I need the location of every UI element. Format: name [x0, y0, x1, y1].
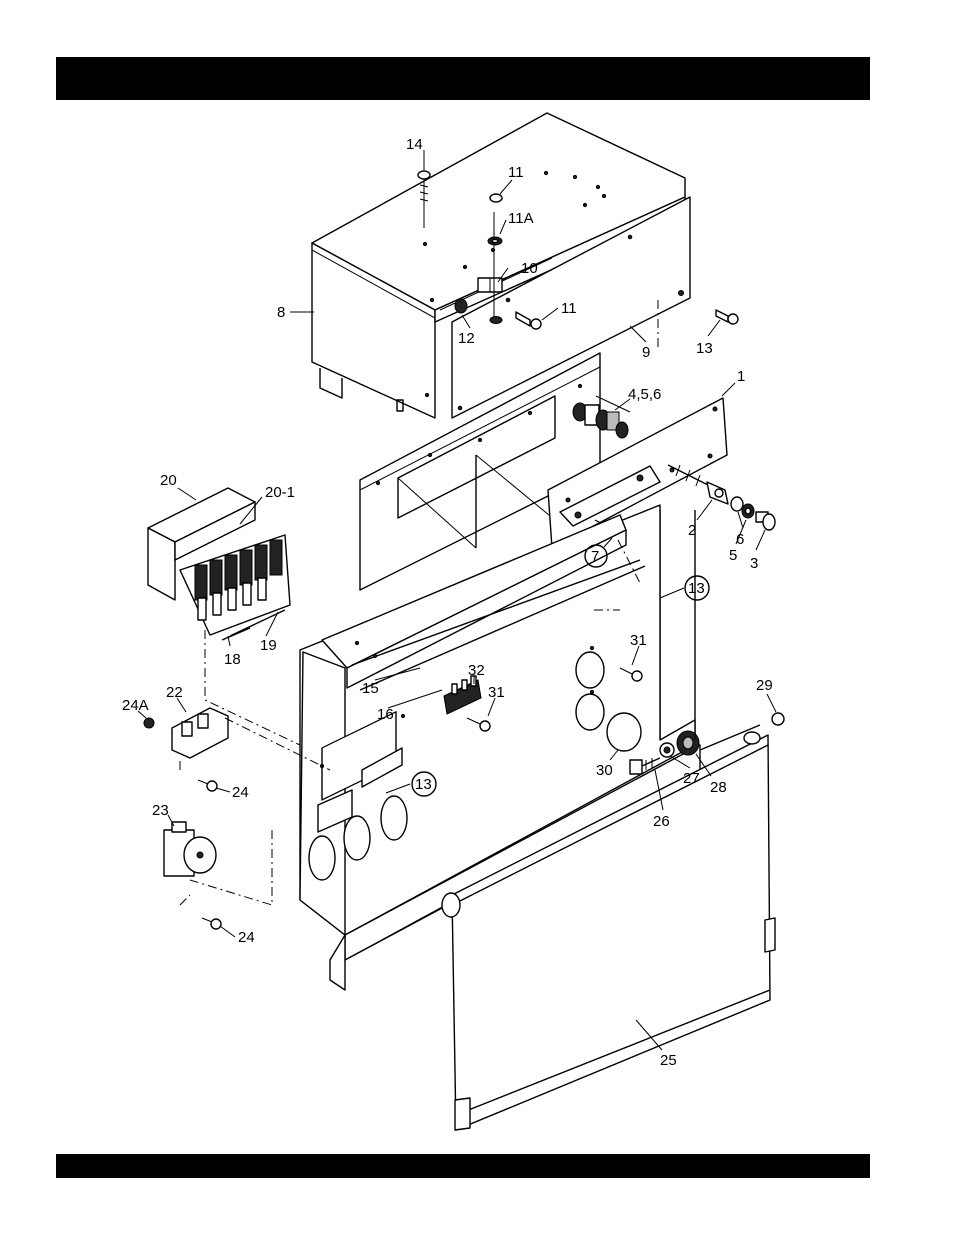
- callout-26: 26: [653, 813, 670, 830]
- callout-15: 15: [362, 680, 379, 697]
- callout-9: 9: [642, 344, 650, 361]
- callout-6: 6: [736, 531, 744, 548]
- callout-24-upper: 24: [232, 784, 249, 801]
- callout-18: 18: [224, 651, 241, 668]
- callout-11-top: 11: [508, 164, 524, 181]
- callout-16: 16: [377, 706, 394, 723]
- callout-14: 14: [406, 136, 423, 153]
- callout-7: 7: [591, 548, 599, 565]
- callout-22: 22: [166, 684, 183, 701]
- callout-24-lower: 24: [238, 929, 255, 946]
- callout-13-right: 13: [688, 580, 705, 597]
- callout-2: 2: [688, 522, 696, 539]
- callout-31-lower: 31: [488, 684, 505, 701]
- callout-27: 27: [683, 770, 700, 787]
- callout-5: 5: [729, 547, 737, 564]
- callout-20-1: 20-1: [265, 484, 295, 501]
- callout-8: 8: [277, 304, 285, 321]
- callout-11A: 11A: [508, 210, 534, 227]
- callout-24A: 24A: [122, 697, 149, 714]
- callout-13-left: 13: [415, 776, 432, 793]
- callout-29: 29: [756, 677, 773, 694]
- callout-11-bottom: 11: [561, 300, 577, 317]
- callout-30: 30: [596, 762, 613, 779]
- callout-31-upper: 31: [630, 632, 647, 649]
- callout-10: 10: [521, 260, 538, 277]
- callout-4-5-6: 4,5,6: [628, 386, 661, 403]
- callout-12: 12: [458, 330, 475, 347]
- callout-1: 1: [737, 368, 745, 385]
- part-20-1-breaker-block: [180, 535, 290, 640]
- part-23-twist-lock-receptacle: [164, 822, 221, 929]
- callout-19: 19: [260, 637, 277, 654]
- callout-20: 20: [160, 472, 177, 489]
- part-22-receptacle: [144, 708, 228, 791]
- callout-32: 32: [468, 662, 485, 679]
- callout-28: 28: [710, 779, 727, 796]
- callout-23: 23: [152, 802, 169, 819]
- callout-3: 3: [750, 555, 758, 572]
- callout-13-top: 13: [696, 340, 713, 357]
- callout-25: 25: [660, 1052, 677, 1069]
